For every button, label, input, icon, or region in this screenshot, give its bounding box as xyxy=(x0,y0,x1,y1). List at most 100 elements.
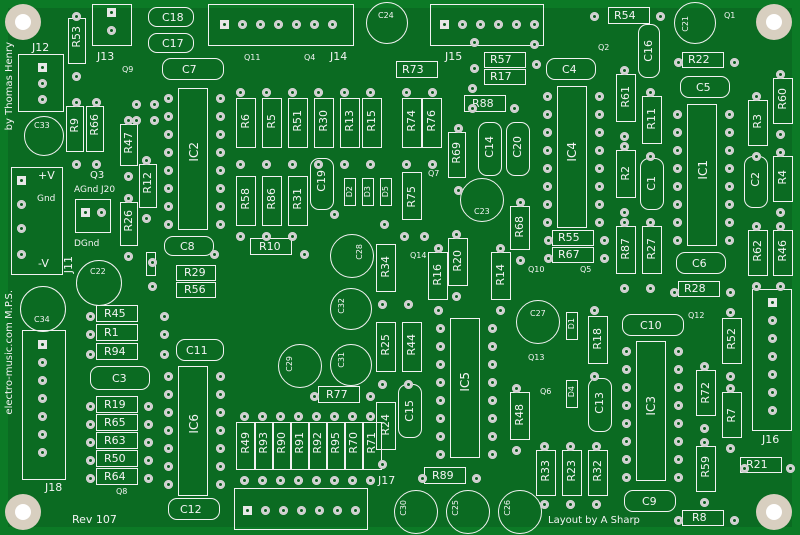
ic-pin xyxy=(674,455,683,464)
pad xyxy=(236,232,245,241)
label-c16: C16 xyxy=(642,40,655,62)
pad xyxy=(378,380,387,389)
pin xyxy=(38,340,47,349)
ic-pin xyxy=(488,324,497,333)
connector-j18 xyxy=(22,330,66,480)
label-r70: R70 xyxy=(347,432,360,454)
electrolytic-c23 xyxy=(460,178,504,222)
electrolytic-c31 xyxy=(330,344,372,386)
label-r48: R48 xyxy=(513,404,526,426)
pad xyxy=(776,222,785,231)
ic-pin xyxy=(543,164,552,173)
pad xyxy=(776,148,785,157)
pad xyxy=(160,330,169,339)
ic-pin xyxy=(164,462,173,471)
pin xyxy=(310,20,319,29)
ic-pin xyxy=(543,182,552,191)
label-c28: C28 xyxy=(355,244,364,260)
ic-pin xyxy=(674,401,683,410)
pad xyxy=(92,98,101,107)
label-c12: C12 xyxy=(180,503,202,516)
ic-pin xyxy=(216,220,225,229)
pad xyxy=(592,442,601,451)
pin xyxy=(38,358,47,367)
ic-pin xyxy=(436,324,445,333)
pad xyxy=(148,258,157,267)
pad xyxy=(86,330,95,339)
pad xyxy=(620,284,629,293)
ic-pin xyxy=(543,146,552,155)
pin xyxy=(17,200,26,209)
pad xyxy=(620,208,629,217)
label-j18: J18 xyxy=(45,481,63,494)
pin xyxy=(768,316,777,325)
pad xyxy=(540,442,549,451)
label-r61: R61 xyxy=(619,86,632,108)
pad xyxy=(348,412,357,421)
label-q7: Q7 xyxy=(428,169,440,178)
ic-pin xyxy=(622,419,631,428)
pin xyxy=(17,176,26,185)
ic-pin xyxy=(216,426,225,435)
resistor-r31 xyxy=(288,176,308,226)
pad xyxy=(700,438,709,447)
label-r34: R34 xyxy=(379,256,392,278)
ic-pin xyxy=(488,414,497,423)
pad xyxy=(378,300,387,309)
label-r53: R53 xyxy=(70,26,83,48)
diode-d4 xyxy=(566,380,578,408)
label-r75: R75 xyxy=(405,186,418,208)
label-neg-v: -V xyxy=(38,257,49,270)
ic-pin xyxy=(216,444,225,453)
label-r3: R3 xyxy=(751,114,764,129)
pad xyxy=(496,306,505,315)
pad xyxy=(330,210,339,219)
capacitor-c5 xyxy=(680,76,730,98)
label-r89: R89 xyxy=(432,469,454,482)
label-r15: R15 xyxy=(365,110,378,132)
pin xyxy=(328,20,337,29)
label-r2: R2 xyxy=(619,166,632,181)
ic-pin xyxy=(436,360,445,369)
electrolytic-c29 xyxy=(278,344,322,388)
pad xyxy=(236,88,245,97)
label-r90: R90 xyxy=(275,432,288,454)
label-r6: R6 xyxy=(239,114,252,129)
ic-pin xyxy=(488,360,497,369)
pad xyxy=(314,88,323,97)
label-d5: D5 xyxy=(381,186,390,198)
label-q6: Q6 xyxy=(540,387,552,396)
label-r76: R76 xyxy=(425,110,438,132)
pad xyxy=(726,444,735,453)
resistor-r15 xyxy=(362,98,382,148)
label-r71: R71 xyxy=(365,432,378,454)
pin xyxy=(238,20,247,29)
label-gnd: Gnd xyxy=(37,194,56,204)
pad xyxy=(86,456,95,465)
pad xyxy=(646,88,655,97)
ic-pin xyxy=(216,166,225,175)
pad xyxy=(400,232,409,241)
pad xyxy=(240,476,249,485)
label-r31: R31 xyxy=(291,188,304,210)
diode-d3 xyxy=(362,178,374,206)
pin xyxy=(351,506,360,515)
pin xyxy=(768,370,777,379)
pad xyxy=(72,72,81,81)
ic-pin xyxy=(164,426,173,435)
pad xyxy=(144,474,153,483)
pad xyxy=(150,116,159,125)
pad xyxy=(726,308,735,317)
connector-j16 xyxy=(752,289,792,431)
pad xyxy=(620,66,629,75)
label-r23: R23 xyxy=(565,460,578,482)
ic-pin xyxy=(725,218,734,227)
pad xyxy=(516,198,525,207)
pin xyxy=(38,79,47,88)
ic-pin xyxy=(436,450,445,459)
ic-pin xyxy=(725,128,734,137)
pad xyxy=(148,282,157,291)
pin xyxy=(243,506,252,515)
ic-pin xyxy=(673,110,682,119)
ic-pin xyxy=(674,437,683,446)
